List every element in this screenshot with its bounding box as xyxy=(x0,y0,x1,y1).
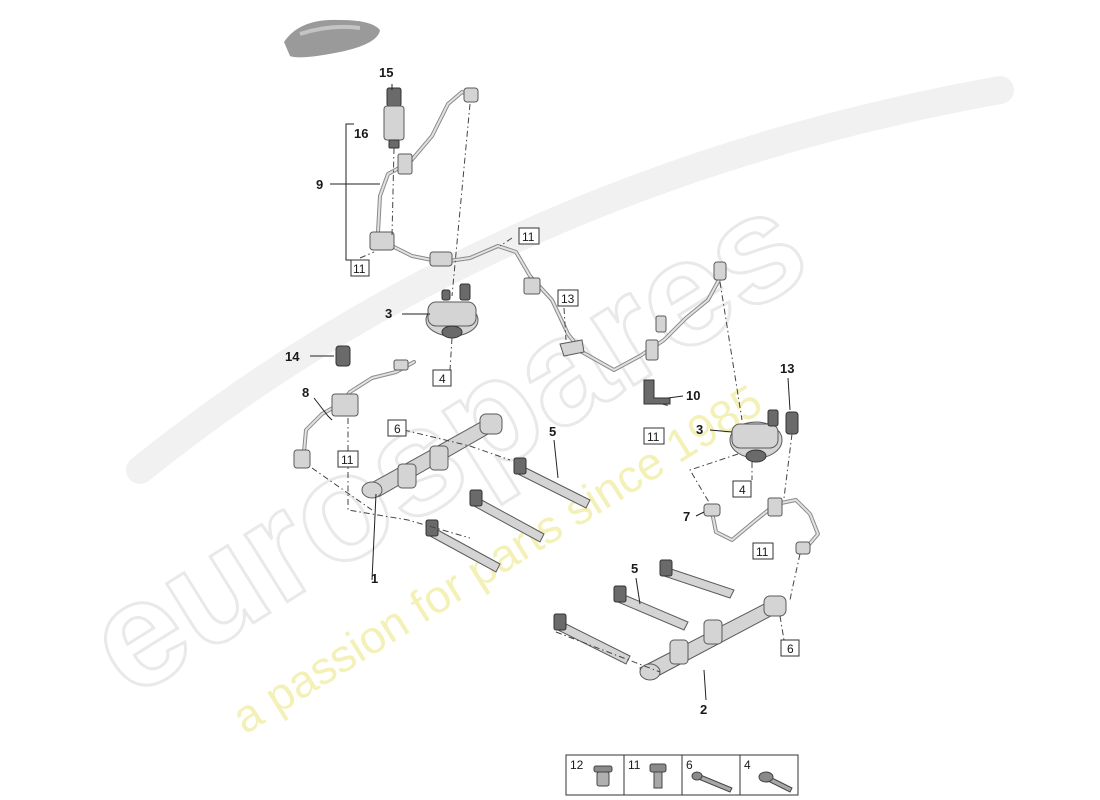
fuel-rail-1 xyxy=(361,413,503,499)
watermark: eurospares a passion for parts since 198… xyxy=(56,76,1014,743)
callout-2: 2 xyxy=(700,702,707,717)
fuel-line-7 xyxy=(703,497,820,555)
ref-box-4-right: 4 xyxy=(739,483,746,497)
pressure-sensor-15 xyxy=(383,87,405,149)
legend-cell-12: 12 xyxy=(570,758,613,787)
long-bolt-icon xyxy=(691,771,733,793)
callout-15: 15 xyxy=(379,65,393,80)
sensor-14 xyxy=(335,345,351,367)
fastener-legend: 12 11 6 4 xyxy=(565,754,799,796)
injector-5-lower-b xyxy=(613,585,689,631)
ref-box-4-top: 4 xyxy=(439,372,446,386)
callouts: 15 16 9 3 14 8 10 13 3 5 7 1 5 2 xyxy=(285,65,794,717)
ref-box-6-right: 6 xyxy=(787,642,794,656)
callout-5-lower: 5 xyxy=(631,561,638,576)
leader-lines xyxy=(310,84,791,701)
callout-9: 9 xyxy=(316,177,323,192)
short-bolt-icon xyxy=(649,763,667,789)
reference-boxes: 11 11 13 4 6 11 11 4 11 6 xyxy=(337,227,800,657)
ref-box-13: 13 xyxy=(561,292,575,306)
legend-cell-4: 4 xyxy=(744,758,793,793)
callout-10: 10 xyxy=(686,388,700,403)
flange-bolt-icon xyxy=(758,771,793,793)
rivet-nut-icon xyxy=(593,765,613,787)
injector-5-lower-c xyxy=(553,613,631,665)
car-silhouette-icon xyxy=(284,19,380,58)
legend-cell-6: 6 xyxy=(686,758,733,793)
callout-5-upper: 5 xyxy=(549,424,556,439)
fuel-pump-right xyxy=(729,409,783,463)
legend-num-4: 4 xyxy=(744,758,751,772)
callout-14: 14 xyxy=(285,349,300,364)
fuel-rail-2 xyxy=(639,595,787,681)
ref-box-11-top: 11 xyxy=(522,230,535,244)
callout-7: 7 xyxy=(683,509,690,524)
callout-3-right: 3 xyxy=(696,422,703,437)
callout-1: 1 xyxy=(371,571,378,586)
ref-box-6-left: 6 xyxy=(394,422,401,436)
fuel-pump-left xyxy=(425,283,479,339)
ref-box-11-right: 11 xyxy=(756,545,769,559)
legend-cell-11: 11 xyxy=(628,758,667,789)
ref-box-11-left: 11 xyxy=(353,262,366,276)
sensor-13 xyxy=(785,411,799,435)
callout-3-left: 3 xyxy=(385,306,392,321)
injector-5-upper-c xyxy=(425,519,501,573)
callout-16: 16 xyxy=(354,126,368,141)
injector-5-upper-b xyxy=(469,489,545,543)
ref-box-11-mid: 11 xyxy=(341,453,354,467)
fuel-line-8 xyxy=(293,359,416,469)
legend-num-11: 11 xyxy=(628,758,641,772)
injector-5-lower-a xyxy=(659,559,735,599)
ref-box-11-bracket: 11 xyxy=(647,430,660,444)
callout-8: 8 xyxy=(302,385,309,400)
upper-fuel-line xyxy=(369,87,727,372)
callout-13: 13 xyxy=(780,361,794,376)
injector-5-upper-a xyxy=(513,457,591,509)
legend-num-6: 6 xyxy=(686,758,693,772)
legend-num-12: 12 xyxy=(570,758,584,772)
